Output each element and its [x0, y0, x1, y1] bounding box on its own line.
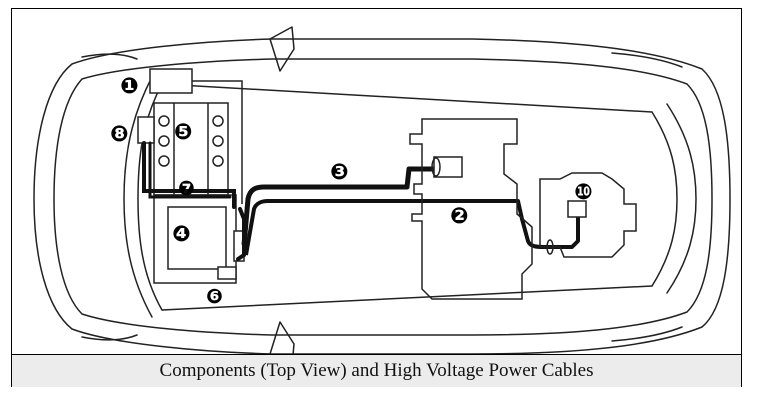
component-1-box [149, 68, 243, 204]
diagram-caption: Components (Top View) and High Voltage P… [12, 354, 741, 387]
diagram-frame: ❶ ❷ ❸ ❹ ❺ ❻ ❼ ❽ ❿ Components (Top View) … [11, 8, 742, 387]
component-10-rear-unit [539, 172, 637, 258]
callout-2: ❷ [450, 203, 469, 228]
vehicle-diagram: ❶ ❷ ❸ ❹ ❺ ❻ ❼ ❽ ❿ [12, 9, 741, 367]
callout-8: ❽ [110, 121, 129, 146]
callout-5: ❺ [174, 119, 193, 144]
callout-7: ❼ [178, 178, 195, 200]
component-5-engine [153, 102, 229, 196]
callout-10: ❿ [574, 179, 593, 204]
callout-4: ❹ [172, 221, 191, 246]
battery-pack-outline [409, 118, 533, 300]
cable-2 [244, 199, 580, 256]
car-top-view-svg: ❶ ❷ ❸ ❹ ❺ ❻ ❼ ❽ ❿ [33, 26, 731, 367]
component-8-box [137, 116, 155, 144]
callout-6: ❻ [206, 286, 223, 308]
callouts: ❶ ❷ ❸ ❹ ❺ ❻ ❼ ❽ ❿ [110, 73, 593, 308]
component-4-inverter [153, 194, 245, 284]
callout-3: ❸ [330, 159, 349, 184]
cable-3 [241, 166, 434, 246]
callout-1: ❶ [120, 73, 139, 98]
car-body-outline [33, 26, 731, 367]
